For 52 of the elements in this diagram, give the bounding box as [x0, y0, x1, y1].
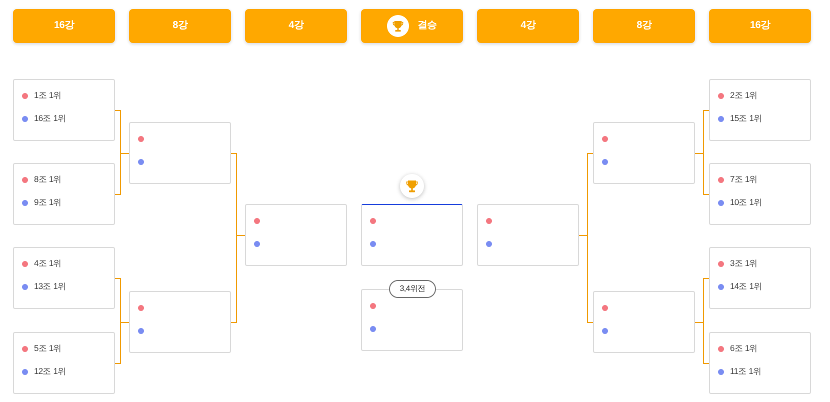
round-label: 8강	[636, 20, 652, 32]
team-label: 7조 1위	[730, 174, 758, 185]
round-header	[709, 9, 811, 43]
round-header	[129, 9, 231, 43]
match-box	[593, 122, 695, 184]
team-label: 14조 1위	[730, 281, 762, 292]
match-box	[477, 204, 579, 266]
match-box	[129, 122, 231, 184]
match-box	[13, 79, 115, 141]
round-label: 16강	[750, 20, 770, 32]
match-box	[129, 291, 231, 353]
round-header	[361, 9, 463, 43]
match-tag: 3,4위전	[389, 280, 436, 298]
match-box	[709, 247, 811, 309]
match-box	[709, 79, 811, 141]
team-label: 8조 1위	[34, 174, 62, 185]
team-label: 2조 1위	[730, 90, 758, 101]
team-label: 12조 1위	[34, 366, 66, 377]
round-header	[477, 9, 579, 43]
bracket-line	[114, 322, 130, 364]
round-label: 16강	[54, 20, 74, 32]
team-label: 4조 1위	[34, 258, 62, 269]
team-label: 13조 1위	[34, 281, 66, 292]
match-box	[13, 247, 115, 309]
team-label: 1조 1위	[34, 90, 62, 101]
team-label: 10조 1위	[730, 197, 762, 208]
round-header	[593, 9, 695, 43]
match-box	[593, 291, 695, 353]
match-box	[13, 163, 115, 225]
team-label: 5조 1위	[34, 343, 62, 354]
bracket-line	[230, 235, 246, 323]
team-label: 6조 1위	[730, 343, 758, 354]
round-label: 4강	[520, 20, 536, 32]
final-match-box	[361, 204, 463, 266]
team-label: 3조 1위	[730, 258, 758, 269]
round-header	[245, 9, 347, 43]
match-box	[709, 332, 811, 394]
team-label: 11조 1위	[730, 366, 762, 377]
team-label: 15조 1위	[730, 113, 762, 124]
round-label: 4강	[288, 20, 304, 32]
bracket-line	[578, 235, 594, 323]
round-label: 8강	[172, 20, 188, 32]
bracket-line	[694, 322, 710, 364]
team-label: 16조 1위	[34, 113, 66, 124]
match-box	[245, 204, 347, 266]
match-box	[13, 332, 115, 394]
bracket-line	[114, 153, 130, 195]
team-label: 9조 1위	[34, 197, 62, 208]
round-label: 결승	[417, 20, 437, 32]
match-box	[709, 163, 811, 225]
bracket-line	[694, 153, 710, 195]
round-header	[13, 9, 115, 43]
